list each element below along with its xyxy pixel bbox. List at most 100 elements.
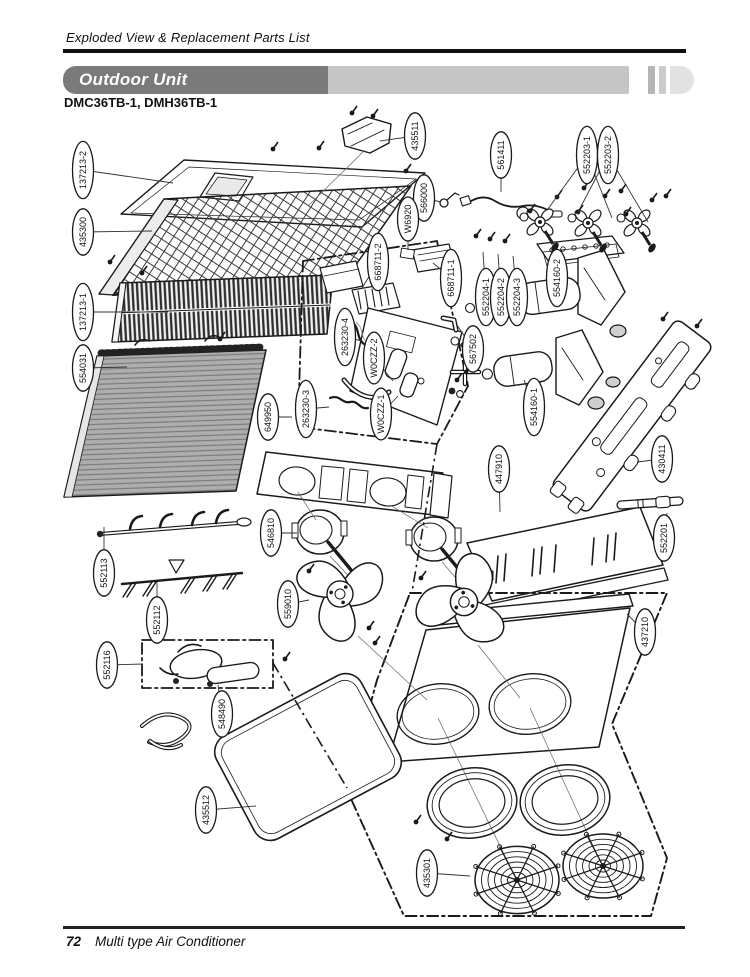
mounting-plate [549,320,712,514]
callout-437210: 437210 [626,608,657,656]
callout-263230-3: 263230-3 [294,379,330,439]
guide-line [307,149,366,207]
callout-559010: 559010 [276,580,310,628]
page-header-title: Exploded View & Replacement Parts List [66,30,310,45]
part-number-label: 552204-3 [512,278,522,316]
part-number-label: 552203-1 [582,136,592,174]
screw [366,620,375,631]
screw [370,108,379,119]
page-number: 72 [66,934,82,949]
fan-guard [561,831,645,901]
fan-orifice-ring [426,767,518,839]
guide-line [529,707,602,864]
valve-assembly-1 [481,329,621,410]
screw [487,231,496,242]
screw [649,192,658,203]
boundary-link [411,443,438,593]
callout-435512: 435512 [194,786,257,834]
section-title: Outdoor Unit [79,70,188,89]
pipe-assembly [96,508,252,538]
screw [282,651,291,662]
part-number-label: W0CZZ-2 [369,339,379,378]
screw [454,372,463,383]
banner-deco-cap [670,66,694,94]
section-banner-light-segment [328,66,629,94]
part-number-label: 552113 [99,558,109,587]
callout-668711-2: 668711-2 [361,232,390,292]
propeller-fan [296,560,384,642]
callout-435301: 435301 [415,849,471,897]
callout-552203-2: 552203-2 [576,125,649,223]
callout-430411: 430411 [636,435,674,483]
part-number-label: 548490 [217,699,227,729]
screw [306,563,315,574]
header-rule [63,49,686,53]
fan-guard [473,844,561,916]
screw [349,105,358,116]
section-banner: Outdoor Unit [63,66,629,94]
part-number-label: 137213-1 [78,293,88,331]
part-number-label: 649950 [263,402,273,432]
part-number-label: 435512 [201,795,211,825]
page-footer: 72 Multi type Air Conditioner [66,934,245,949]
thermistor [439,192,460,208]
callout-435300: 435300 [71,208,153,256]
banner-decoration [648,66,694,94]
distributor-pipe [120,559,244,598]
screw [372,635,381,646]
part-number-label: 559010 [283,589,293,619]
screw [618,183,627,194]
fan-motor-right [405,516,472,585]
footer-title: Multi type Air Conditioner [95,934,246,949]
side-panel [213,672,403,842]
banner-deco-bar [648,66,655,94]
part-number-label: 552203-2 [603,136,613,174]
part-number-label: W6920 [403,205,413,234]
handle-cover [341,116,392,154]
screw [316,140,325,151]
guide-line [389,504,429,529]
screw [663,188,672,199]
callout-552203-1: 552203-1 [547,125,613,219]
part-number-label: 435511 [410,121,420,150]
part-number-label: 567502 [468,334,478,364]
part-number-label: 263230-4 [340,318,350,356]
boundary-link [272,662,348,789]
motor-mount-bracket [256,451,453,519]
callout-W0CZZ-2: W0CZZ-2 [362,331,394,385]
callout-552201: 552201 [652,512,676,562]
callout-546810: 546810 [259,509,297,557]
screw [660,311,669,322]
service-valve [616,209,656,253]
callout-435511: 435511 [379,112,427,160]
part-number-label: 668711-1 [446,259,456,296]
part-number-label: 430411 [657,444,667,473]
screw [413,814,422,825]
guide-line [357,635,428,701]
callout-137213-1: 137213-1 [71,282,168,342]
part-number-label: 668711-2 [373,243,383,280]
part-number-label: 552116 [102,650,112,679]
callout-554160-1: 554160-1 [522,377,546,437]
screw [107,254,116,265]
model-numbers: DMC36TB-1, DMH36TB-1 [64,95,218,110]
callout-567502: 567502 [456,324,485,373]
part-number-label: 435300 [78,217,88,247]
part-number-label: 552201 [659,523,669,553]
part-number-label: 554031 [78,353,88,383]
fan-motor-left [291,509,358,578]
condenser-coil [63,334,267,498]
callout-548490: 548490 [210,684,234,738]
part-number-label: 566000 [419,183,429,213]
footer-rule [63,926,685,929]
callout-263230-4: 263230-4 [333,307,363,367]
callout-447910: 447910 [487,445,511,513]
fan-orifice-ring [519,764,611,836]
callout-552113: 552113 [92,527,116,597]
part-number-label: 435301 [422,858,432,888]
callout-137213-2: 137213-2 [71,140,174,200]
section-banner-dark-segment: Outdoor Unit [63,66,328,94]
part-number-label: 546810 [266,518,276,548]
